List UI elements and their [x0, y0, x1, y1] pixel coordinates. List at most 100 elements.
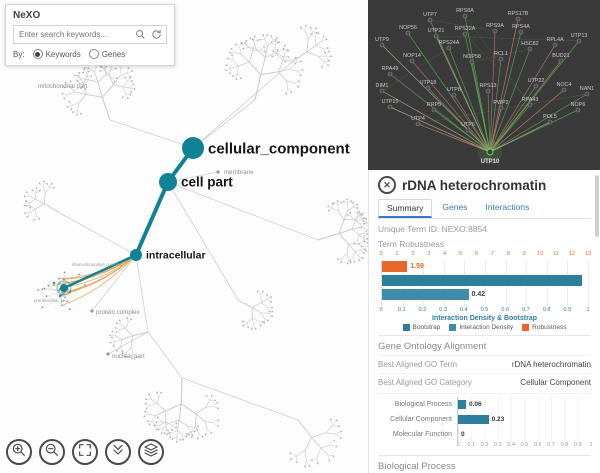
gene-node[interactable]: NOP56 — [399, 25, 417, 36]
radio-keywords[interactable]: Keywords — [32, 49, 81, 59]
gene-node[interactable]: RPS24A — [439, 40, 460, 51]
gene-node[interactable]: NOP6 — [571, 102, 586, 113]
term-nodes — [56, 137, 220, 356]
zoom-in-icon — [11, 442, 27, 463]
close-icon[interactable]: ✕ — [378, 176, 396, 194]
gene-node[interactable]: RPS17B — [508, 11, 529, 22]
gene-label: RPS8A — [456, 8, 474, 14]
go-category-row: Best Aligned GO Category Cellular Compon… — [378, 373, 591, 391]
gene-node[interactable]: UTP6 — [461, 122, 475, 133]
tab-summary[interactable]: Summary — [378, 199, 433, 218]
layers-button[interactable] — [138, 439, 164, 465]
gene-node[interactable]: RPL4A — [546, 37, 564, 48]
gene-node[interactable]: DIM1 — [376, 83, 389, 94]
collapse-button[interactable] — [105, 439, 131, 465]
gene-node[interactable]: UTP15 — [382, 99, 399, 110]
term-label[interactable]: protein complex — [96, 309, 141, 316]
tab-genes[interactable]: Genes — [442, 202, 468, 212]
gene-node[interactable]: UTP4 — [411, 116, 425, 127]
path-node-label[interactable]: intracellular — [146, 250, 206, 262]
axis-tick: 1 — [395, 251, 399, 257]
term-node[interactable] — [130, 249, 142, 261]
zoom-in-button[interactable] — [6, 439, 32, 465]
cluster-term-label[interactable]: ribonucleoprotein complex — [72, 262, 123, 267]
term-node[interactable] — [60, 284, 68, 292]
term-label[interactable]: nuclear part — [112, 353, 145, 360]
gene-label: NOC4 — [557, 82, 572, 88]
gene-node[interactable]: UTP13 — [571, 33, 588, 44]
gene-node[interactable]: RPS13 — [479, 83, 497, 94]
axis-tick: 3 — [427, 251, 431, 257]
gene-node[interactable]: UTP8 — [447, 87, 461, 98]
axis-tick: 12 — [569, 251, 576, 257]
interaction-network-canvas[interactable]: UTP7 RPS8A RPS17B NOP56 UTP21 RPS22A RPS9A RPS4… — [368, 0, 600, 170]
path-node-label[interactable]: cell part — [181, 175, 233, 190]
gene-label: UTP15 — [382, 99, 399, 105]
gene-node[interactable]: RPA49 — [382, 66, 399, 77]
gene-node[interactable]: UTP9 — [375, 37, 389, 48]
gene-node[interactable]: NAN1 — [580, 86, 594, 97]
fit-content-button[interactable] — [72, 439, 98, 465]
gene-label: UTP7 — [423, 12, 437, 18]
gene-node[interactable]: RPS4A — [512, 24, 530, 35]
axis-tick: 0.4 — [459, 307, 468, 313]
axis-tick: 4 — [443, 251, 447, 257]
gene-label: NOP58 — [463, 54, 481, 60]
term-node[interactable] — [182, 137, 204, 159]
unique-term-id: Unique Term ID: NEXO:8854 — [378, 224, 487, 234]
gene-label: PWP2 — [493, 100, 508, 106]
zoom-out-button[interactable] — [39, 439, 65, 465]
radio-keywords-control[interactable] — [32, 49, 43, 59]
hub-gene-node[interactable]: UTP10 — [481, 148, 500, 165]
legend-label: Robustness — [532, 324, 567, 331]
gene-node[interactable]: UTP22 — [528, 78, 545, 89]
radio-genes-control[interactable] — [88, 49, 99, 59]
cluster-term-label[interactable]: preribosome — [34, 298, 58, 303]
axis-tick: 0.1 — [467, 442, 476, 448]
search-icon[interactable] — [134, 28, 147, 41]
gene-node[interactable]: RPS22A — [455, 26, 476, 37]
gene-node[interactable]: BUD21 — [552, 53, 570, 64]
graph-edges — [57, 61, 319, 421]
gene-node[interactable]: PWP2 — [493, 100, 509, 111]
term-label[interactable]: membrane — [224, 169, 254, 176]
axis-tick: 13 — [584, 251, 592, 257]
gene-node[interactable]: RPA43 — [522, 97, 539, 108]
gene-node[interactable]: RCL1 — [494, 51, 508, 62]
gene-node[interactable]: UTP21 — [428, 28, 445, 39]
axis-tick: 0 — [379, 251, 383, 257]
gene-node[interactable]: HSC82 — [521, 41, 539, 52]
gene-node[interactable]: RRP5 — [427, 102, 441, 113]
gene-node[interactable]: NOC4 — [557, 82, 572, 93]
gene-label: RCL1 — [494, 51, 508, 57]
reset-icon[interactable] — [150, 28, 163, 41]
gene-node[interactable]: NOP58 — [463, 54, 481, 65]
search-box — [13, 25, 167, 44]
scrollbar[interactable] — [595, 173, 599, 470]
gene-node[interactable]: RPS9A — [486, 23, 504, 34]
path-node-label[interactable]: cellular_component — [208, 140, 350, 157]
tab-interactions[interactable]: Interactions — [485, 202, 530, 212]
gene-node[interactable]: UTP18 — [420, 80, 437, 91]
scrollbar-thumb[interactable] — [595, 175, 599, 237]
interaction-network-pane[interactable]: UTP7 RPS8A RPS17B NOP56 UTP21 RPS22A RPS9A RPS4… — [368, 0, 600, 170]
axis-tick: 0.5 — [480, 307, 489, 313]
term-node[interactable] — [159, 173, 177, 191]
radio-genes-label: Genes — [101, 49, 126, 59]
axis-tick: 0 — [456, 442, 460, 448]
gene-node[interactable]: NOP14 — [403, 53, 421, 64]
gene-node[interactable]: POL5 — [543, 114, 557, 125]
radio-genes[interactable]: Genes — [88, 49, 126, 59]
search-input[interactable] — [17, 29, 131, 40]
gene-node[interactable]: RPS8A — [456, 8, 474, 19]
bootstrap-bar — [382, 274, 582, 286]
gene-label: RPS9A — [486, 23, 504, 29]
gene-node[interactable]: UTP7 — [423, 12, 437, 23]
axis-tick: 1 — [589, 442, 593, 448]
term-label[interactable]: mitochondrial part — [38, 83, 87, 90]
